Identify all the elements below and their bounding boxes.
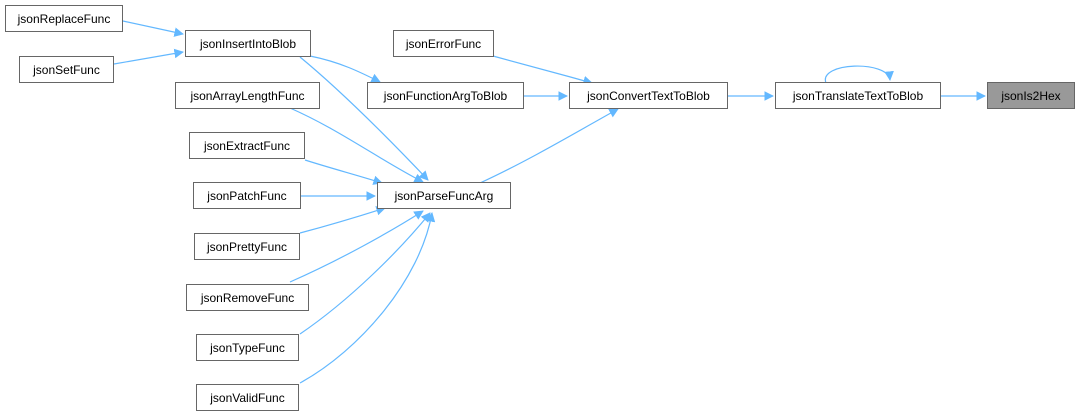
edge-type-parse bbox=[299, 212, 431, 335]
node-jsonReplaceFunc[interactable]: jsonReplaceFunc bbox=[5, 5, 123, 32]
edge-replace-insert bbox=[122, 20, 184, 37]
edge-arraylength-parse bbox=[289, 107, 424, 183]
node-jsonArrayLengthFunc[interactable]: jsonArrayLengthFunc bbox=[175, 82, 320, 109]
edge-translate-self bbox=[825, 65, 894, 84]
edge-insert-parse bbox=[299, 56, 429, 181]
node-jsonSetFunc[interactable]: jsonSetFunc bbox=[19, 56, 114, 83]
node-jsonTranslateTextToBlob[interactable]: jsonTranslateTextToBlob bbox=[775, 82, 941, 109]
node-jsonTypeFunc[interactable]: jsonTypeFunc bbox=[196, 334, 299, 361]
node-jsonRemoveFunc[interactable]: jsonRemoveFunc bbox=[186, 284, 309, 311]
node-jsonParseFuncArg[interactable]: jsonParseFuncArg bbox=[377, 182, 511, 209]
node-jsonIs2Hex: jsonIs2Hex bbox=[987, 82, 1075, 109]
node-jsonPrettyFunc[interactable]: jsonPrettyFunc bbox=[194, 233, 300, 260]
node-jsonErrorFunc[interactable]: jsonErrorFunc bbox=[393, 30, 494, 57]
edge-remove-parse bbox=[289, 210, 424, 283]
edge-set-insert bbox=[113, 48, 184, 65]
node-jsonPatchFunc[interactable]: jsonPatchFunc bbox=[193, 182, 301, 209]
node-jsonValidFunc[interactable]: jsonValidFunc bbox=[196, 384, 299, 411]
edge-error-convert bbox=[492, 55, 593, 86]
edge-extract-parse bbox=[304, 159, 383, 185]
edge-valid-parse bbox=[299, 212, 436, 384]
node-jsonFunctionArgToBlob[interactable]: jsonFunctionArgToBlob bbox=[367, 82, 524, 109]
edge-insert-functionarg bbox=[309, 55, 381, 83]
node-jsonConvertTextToBlob[interactable]: jsonConvertTextToBlob bbox=[569, 82, 728, 109]
edge-parse-convert bbox=[479, 108, 619, 184]
edge-pretty-parse bbox=[299, 206, 386, 234]
node-jsonExtractFunc[interactable]: jsonExtractFunc bbox=[189, 132, 305, 159]
node-jsonInsertIntoBlob[interactable]: jsonInsertIntoBlob bbox=[185, 30, 311, 57]
